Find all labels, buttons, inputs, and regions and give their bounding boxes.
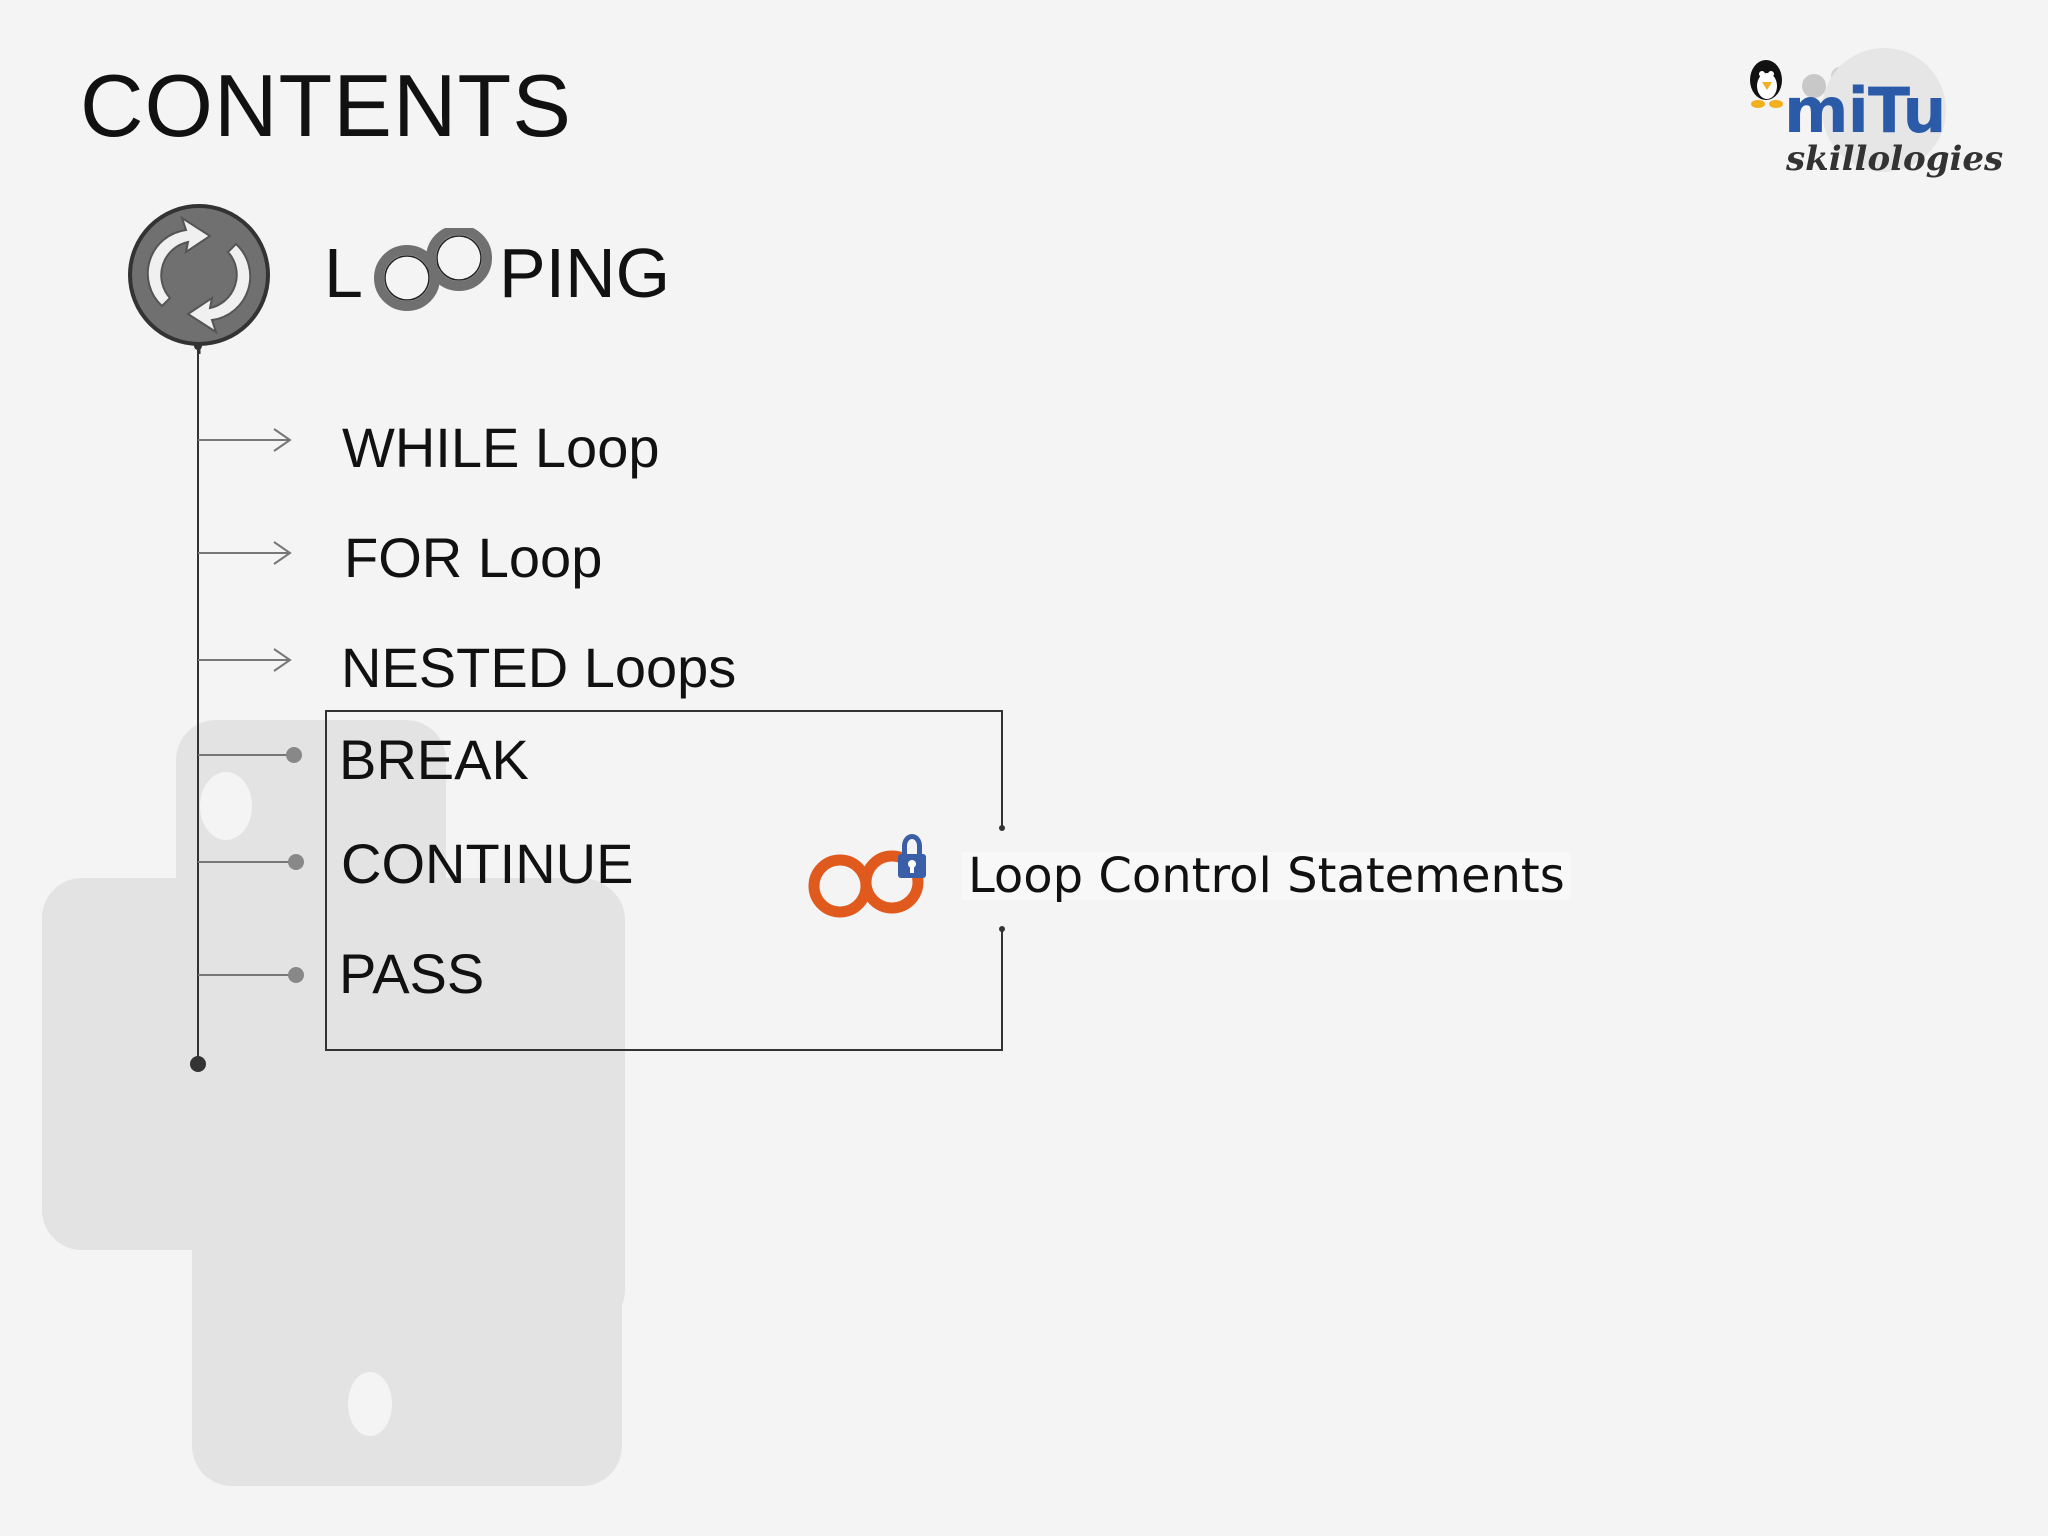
penguin-icon [1750, 48, 1946, 172]
double-ring-o-icon [373, 225, 492, 311]
infinity-lock-icon [808, 834, 926, 918]
brand-logo: miTu skillologies [1744, 46, 2003, 186]
list-item-continue: CONTINUE [341, 832, 634, 895]
section-heading: L PING [324, 225, 671, 318]
list-item-for-loop: FOR Loop [344, 526, 603, 589]
heading-suffix: PING [498, 234, 671, 312]
list-item-nested-loops: NESTED Loops [341, 636, 737, 699]
refresh-cycle-icon [128, 204, 270, 354]
heading-prefix: L [324, 234, 363, 312]
group-label: Loop Control Statements [962, 852, 1571, 900]
list-item-break: BREAK [339, 728, 529, 791]
slide-title: CONTENTS [80, 56, 572, 155]
list-item-while-loop: WHILE Loop [342, 416, 660, 479]
logo-tagline: skillologies [1786, 139, 2004, 179]
logo-brand-text: miTu [1784, 74, 1946, 147]
list-item-pass: PASS [339, 942, 485, 1005]
